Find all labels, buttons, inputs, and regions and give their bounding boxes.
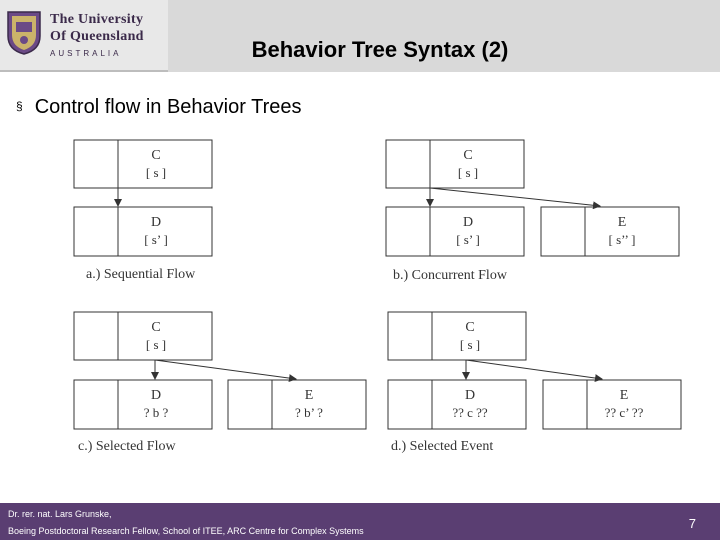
logo-text-line1: The University: [50, 12, 144, 27]
node-c-label: C: [151, 148, 160, 163]
node-e-label: E: [618, 215, 627, 230]
caption-b: b.) Concurrent Flow: [393, 268, 508, 283]
node-c-label: C: [465, 320, 474, 335]
node-e-label: E: [305, 388, 314, 403]
node-d-label: D: [463, 215, 473, 230]
bullet-text: Control flow in Behavior Trees: [34, 96, 302, 118]
node-c-sub: [ s ]: [458, 165, 478, 180]
caption-d: d.) Selected Event: [391, 439, 493, 454]
diagram-selected-flow: C [ s ] D ? b ? E ? b’ ? c.) Selected Fl…: [73, 311, 367, 454]
page-number: 7: [688, 516, 696, 531]
diagram-selected-event: C [ s ] D ?? c ?? E ?? c’ ?? d.) Selecte…: [387, 311, 682, 454]
slide-title: Behavior Tree Syntax (2): [251, 37, 509, 62]
caption-a: a.) Sequential Flow: [86, 267, 196, 282]
caption-c: c.) Selected Flow: [78, 439, 176, 454]
footer-affiliation: Boeing Postdoctoral Research Fellow, Sch…: [8, 526, 364, 536]
slide-header: The University Of Queensland AUSTRALIA B…: [0, 0, 720, 72]
node-e-label: E: [620, 388, 629, 403]
node-e-sub: [ s’’ ]: [609, 232, 636, 247]
node-d-label: D: [151, 388, 161, 403]
node-d-sub: ?? c ??: [452, 405, 488, 420]
bullet-marker: §: [16, 99, 23, 113]
node-c-label: C: [463, 148, 472, 163]
node-d-sub: ? b ?: [144, 405, 169, 420]
logo-text-line2: Of Queensland: [50, 29, 144, 44]
node-c-label: C: [151, 320, 160, 335]
crest-icon: [7, 11, 41, 55]
slide-footer: Dr. rer. nat. Lars Grunske, Boeing Postd…: [0, 503, 720, 540]
logo-text-line3: AUSTRALIA: [50, 49, 122, 58]
diagram-sequential-flow: C [ s ] D [ s’ ] a.) Sequential Flow: [73, 139, 213, 282]
node-d-sub: [ s’ ]: [456, 232, 480, 247]
node-c-sub: [ s ]: [146, 337, 166, 352]
node-e-sub: ?? c’ ??: [605, 405, 644, 420]
node-d-sub: [ s’ ]: [144, 232, 168, 247]
behavior-tree-diagrams: C [ s ] D [ s’ ] a.) Sequential Flow C […: [73, 139, 682, 454]
footer-author: Dr. rer. nat. Lars Grunske,: [8, 509, 112, 519]
node-d-label: D: [465, 388, 475, 403]
diagram-concurrent-flow: C [ s ] D [ s’ ] E [ s’’ ] b.) Concurren…: [385, 139, 680, 283]
bullet-item: § Control flow in Behavior Trees: [16, 96, 301, 119]
node-d-label: D: [151, 215, 161, 230]
node-c-sub: [ s ]: [460, 337, 480, 352]
university-logo: The University Of Queensland AUSTRALIA: [0, 0, 168, 72]
node-c-sub: [ s ]: [146, 165, 166, 180]
node-e-sub: ? b’ ?: [295, 405, 323, 420]
